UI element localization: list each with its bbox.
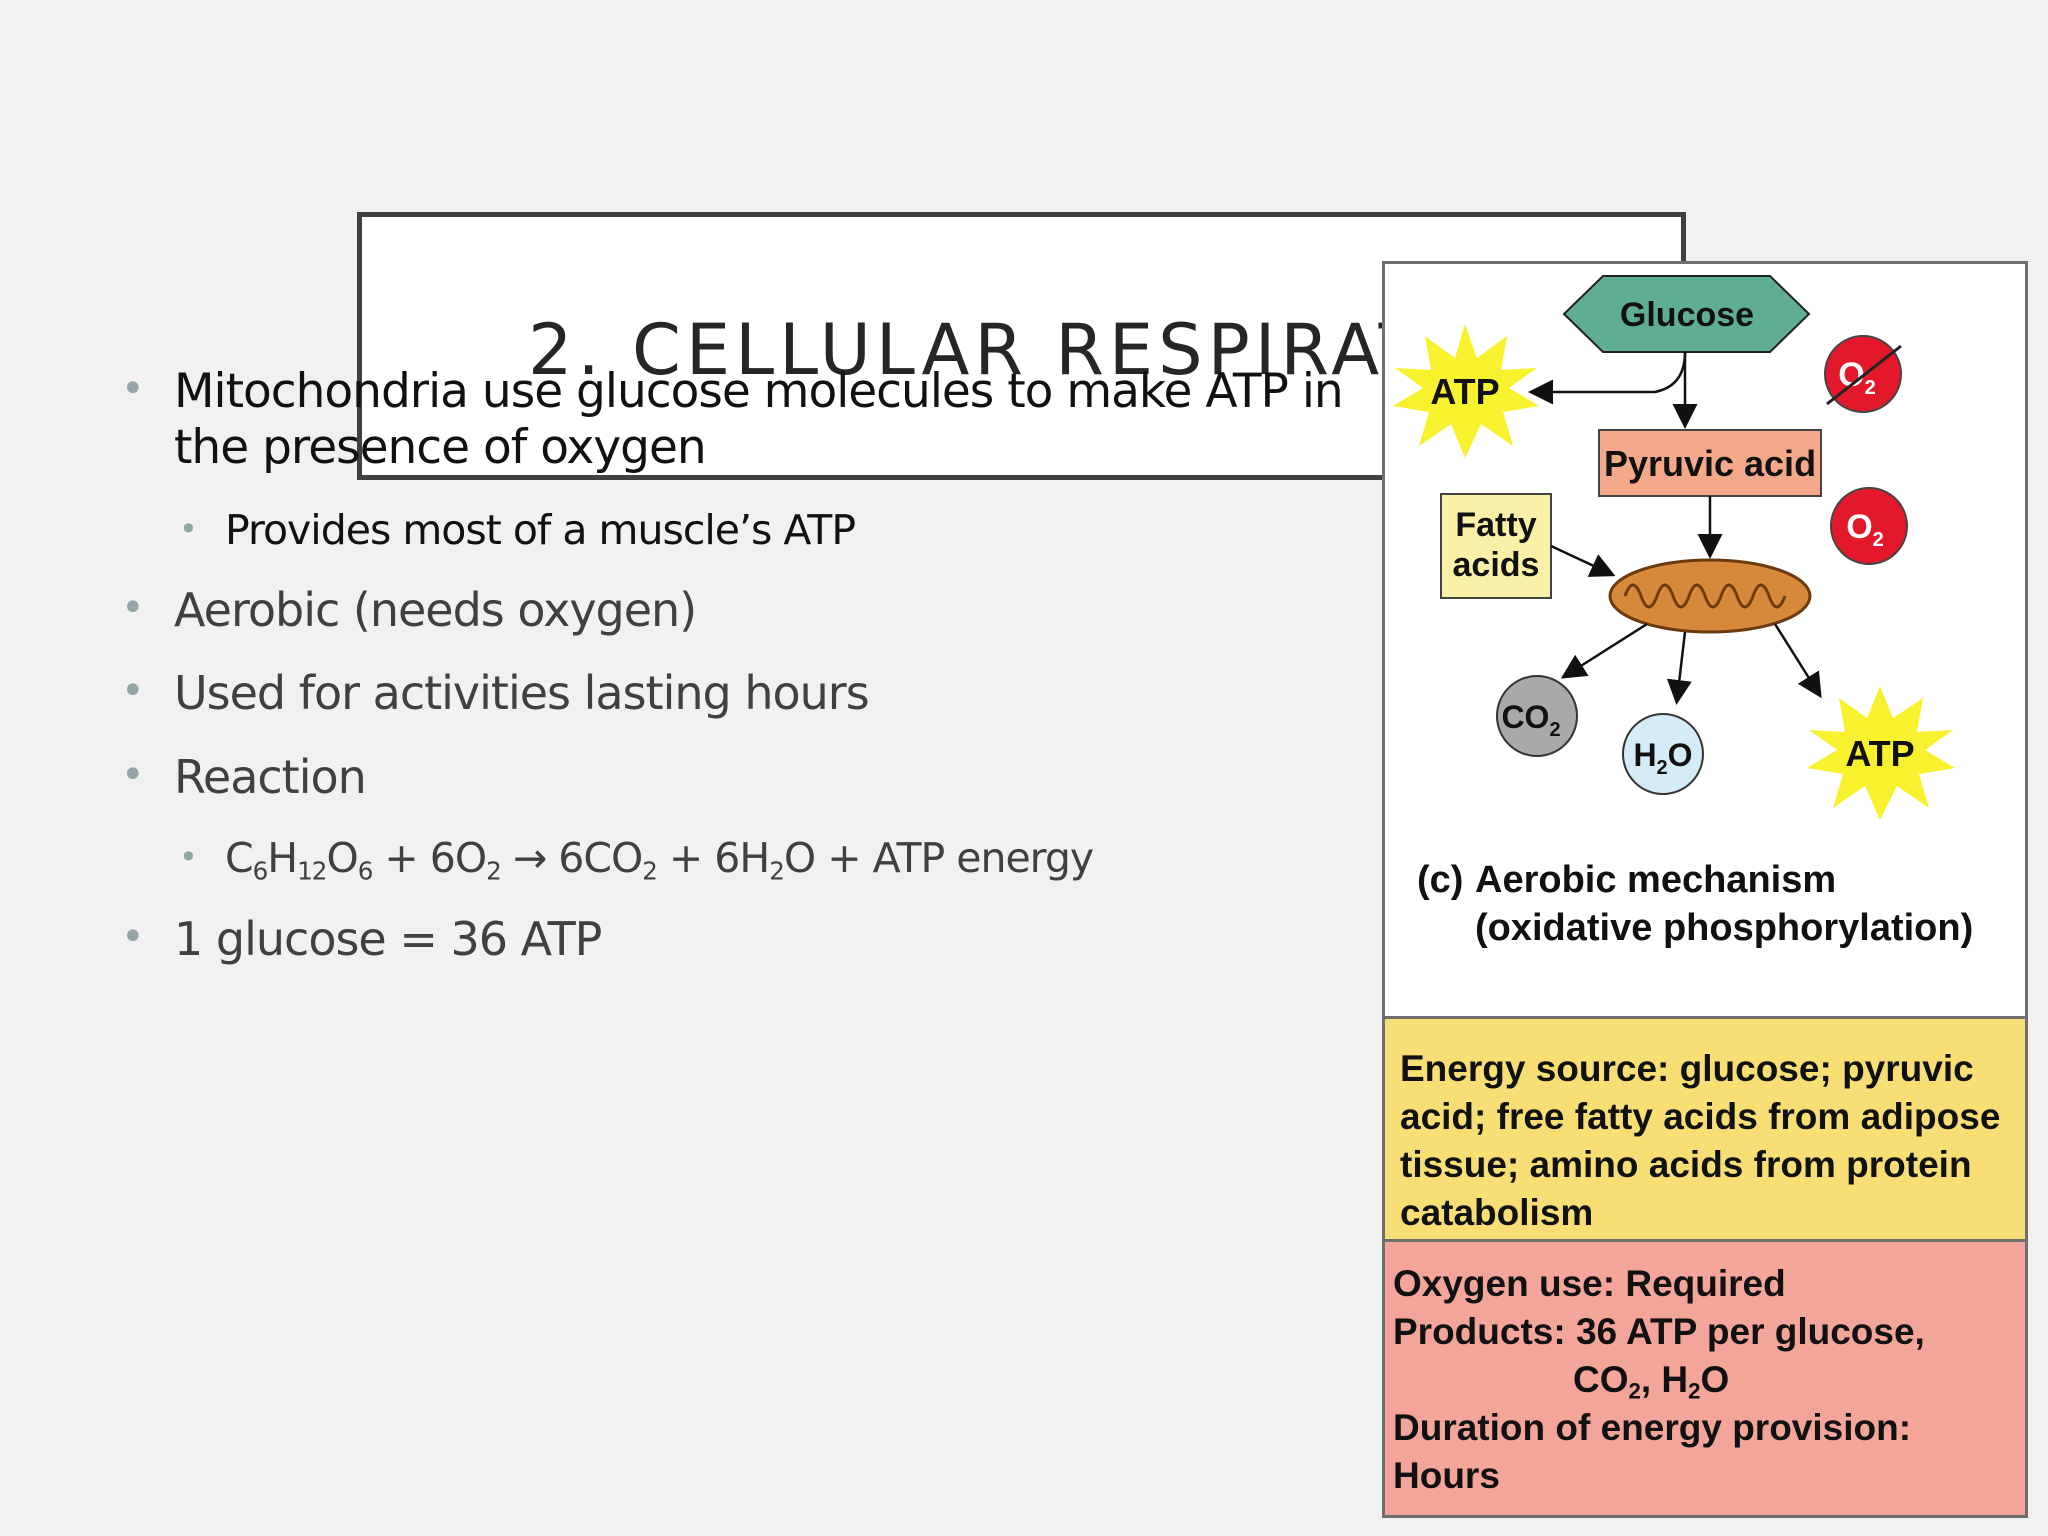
bullet-text: Aerobic (needs oxygen) <box>174 583 697 637</box>
arrow-mito-atp <box>1773 623 1822 699</box>
aerobic-mechanism-figure: Glucose ATP O2 Pyruvic acid O2 Fatty aci… <box>1382 261 2028 1518</box>
glucose-hexagon <box>1562 275 1811 353</box>
arrow-mito-co2 <box>1560 622 1648 679</box>
oxygen-use-box: Oxygen use: Required Products: 36 ATP pe… <box>1385 1242 2025 1515</box>
sub-bullet-item: • Provides most of a muscle’s ATP <box>179 506 856 554</box>
fatty-acids-box <box>1440 493 1552 599</box>
h2o-circle <box>1622 713 1704 795</box>
energy-source-box: Energy source: glucose; pyruvic acid; fr… <box>1385 1016 2025 1242</box>
pyruvic-box <box>1598 429 1822 497</box>
caption-line-2: (oxidative phosphorylation) <box>1475 907 1974 949</box>
h2o-label: H2O <box>1633 737 1692 779</box>
o2-label: O2 <box>1846 508 1884 551</box>
o2-crossed-label: O2 <box>1838 356 1876 399</box>
bullet-text: Used for activities lasting hours <box>174 666 870 720</box>
pyruvic-label: Pyruvic acid <box>1604 443 1816 484</box>
energy-line: catabolism <box>1400 1192 1594 1233</box>
energy-line: tissue; amino acids from protein <box>1400 1144 1972 1185</box>
caption-line-1: Aerobic mechanism <box>1475 859 1837 901</box>
energy-line: Energy source: glucose; pyruvic <box>1400 1048 1974 1089</box>
arrow-mito-h2o <box>1666 631 1692 705</box>
duration-line: Duration of energy provision: Hours <box>1393 1407 1912 1496</box>
bullet-text: Mitochondria use glucose molecules to ma… <box>174 364 1344 419</box>
mitochondrion-cristae <box>1623 583 1787 609</box>
arrow-glucose-atp <box>1528 351 1687 405</box>
bullet-item: • 1 glucose = 36 ATP <box>121 912 602 966</box>
equation-line: • C6H12O6 + 6O2 → 6CO2 + 6H2O + ATP ener… <box>179 834 1094 886</box>
bullet-dot: • <box>121 914 145 960</box>
bullet-item: • Mitochondria use glucose molecules to … <box>121 364 1344 419</box>
atp-bottom-label: ATP <box>1845 733 1914 774</box>
products-line: Products: 36 ATP per glucose, <box>1393 1311 1925 1352</box>
bullet-text: 1 glucose = 36 ATP <box>174 912 602 966</box>
atp-burst-bottom <box>1807 686 1955 820</box>
equation: C6H12O6 + 6O2 → 6CO2 + 6H2O + ATP energy <box>225 834 1094 886</box>
aerobic-diagram: Glucose ATP O2 Pyruvic acid O2 Fatty aci… <box>1393 275 1955 820</box>
co2-circle <box>1496 675 1578 757</box>
figure-caption: (c) Aerobic mechanism (oxidative phosphor… <box>1417 856 1973 952</box>
bullet-dot: • <box>179 838 198 876</box>
fatty-label-2: acids <box>1453 546 1540 584</box>
caption-letter: (c) <box>1417 859 1464 901</box>
arrow-fatty-mito <box>1550 544 1616 577</box>
mitochondrion <box>1608 558 1812 634</box>
bullet-item: • Used for activities lasting hours <box>121 666 870 720</box>
bullet-continuation: the presence of oxygen <box>174 420 707 475</box>
bullet-dot: • <box>121 585 145 631</box>
co2-label: CO2 <box>1501 699 1560 741</box>
products-line-2: CO2, H2O <box>1573 1359 1730 1404</box>
bullet-dot: • <box>179 510 198 548</box>
fatty-label-1: Fatty <box>1455 506 1536 544</box>
bullet-item: • Aerobic (needs oxygen) <box>121 583 697 637</box>
bullet-text: Provides most of a muscle’s ATP <box>225 506 856 554</box>
atp-burst-top <box>1393 324 1539 458</box>
o2-cross-line <box>1826 344 1902 406</box>
glucose-label: Glucose <box>1620 296 1754 334</box>
bullet-dot: • <box>121 752 145 798</box>
bullet-dot: • <box>121 366 145 412</box>
oxygen-line: Oxygen use: Required <box>1393 1263 1786 1304</box>
bullet-item: • Reaction <box>121 750 367 804</box>
atp-top-label: ATP <box>1430 371 1499 412</box>
bullet-list: • Mitochondria use glucose molecules to … <box>0 0 1370 1000</box>
bullet-dot: • <box>121 668 145 714</box>
bullet-text: the presence of oxygen <box>174 420 707 475</box>
o2-circle <box>1830 487 1908 565</box>
bullet-text: Reaction <box>174 750 367 804</box>
slide-title: 2. CELLULAR RESPIRATI <box>528 309 1453 391</box>
energy-line: acid; free fatty acids from adipose <box>1400 1096 2001 1137</box>
